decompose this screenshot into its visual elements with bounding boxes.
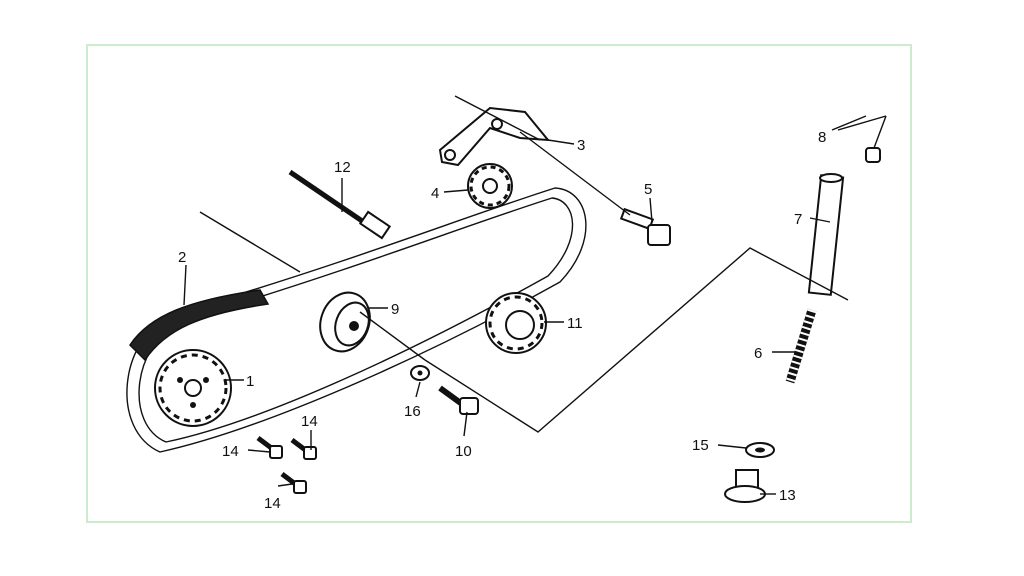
assembly-lines	[199, 95, 887, 433]
leader-lines	[183, 115, 867, 495]
label-14-c: 14	[264, 495, 281, 512]
label-1: 1	[246, 373, 254, 390]
sprocket-1	[154, 349, 232, 427]
label-14-b: 14	[301, 413, 318, 430]
bolt-14-a	[256, 436, 283, 459]
label-5: 5	[644, 181, 652, 198]
label-4: 4	[431, 185, 439, 202]
label-16: 16	[404, 403, 421, 420]
tensioner-roller-9	[319, 291, 371, 353]
part-labels: 1 2 3 4 5 6 7 8 9 10 11 12 13 14 14 14 1…	[178, 129, 826, 512]
label-14-a: 14	[222, 443, 239, 460]
label-7: 7	[794, 211, 802, 228]
chain-links-detail	[129, 289, 270, 362]
label-9: 9	[391, 301, 399, 318]
label-10: 10	[455, 443, 472, 460]
sprocket-4	[467, 163, 513, 209]
label-11: 11	[567, 315, 583, 332]
push-rod-7	[807, 173, 845, 296]
drive-chain	[126, 187, 587, 453]
label-15: 15	[692, 437, 709, 454]
plug-bolt-13	[724, 469, 766, 503]
cap-8	[865, 147, 881, 163]
bolt-14-b	[290, 438, 317, 460]
label-3: 3	[577, 137, 585, 154]
label-2: 2	[178, 249, 186, 266]
sprocket-11	[485, 292, 547, 354]
bolt-10	[438, 385, 479, 415]
bolt-14-c	[280, 472, 307, 494]
label-12: 12	[334, 159, 351, 176]
tensioner-bracket-3	[438, 106, 551, 167]
label-8: 8	[818, 129, 826, 146]
label-6: 6	[754, 345, 762, 362]
guide-rod-12	[288, 169, 392, 240]
spring-6	[785, 308, 817, 384]
label-13: 13	[779, 487, 796, 504]
